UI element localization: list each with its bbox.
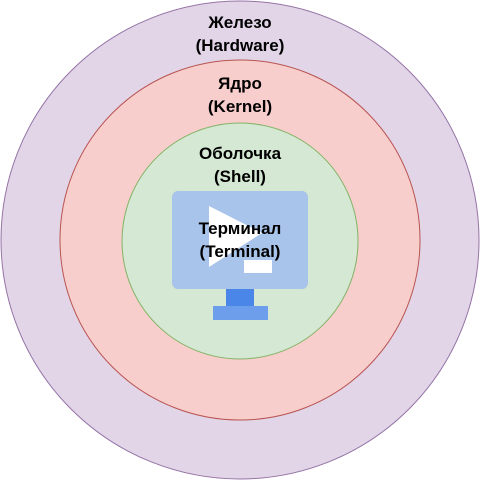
kernel-subtitle: (Kernel) — [207, 97, 273, 116]
prompt-chevron-icon — [209, 206, 262, 267]
shell-subtitle: (Shell) — [214, 167, 266, 186]
monitor-terminal-icon — [172, 191, 308, 320]
prompt-cursor-icon — [244, 260, 272, 273]
shell-title: Оболочка — [198, 144, 282, 163]
hardware-subtitle: (Hardware) — [195, 36, 285, 55]
kernel-layer-label: Ядро (Kernel) — [140, 72, 340, 118]
monitor-base — [213, 306, 268, 320]
terminal-subtitle: (Terminal) — [199, 242, 281, 261]
hardware-title: Железо — [208, 13, 272, 32]
kernel-title: Ядро — [218, 74, 262, 93]
terminal-layer-label: Терминал (Terminal) — [140, 217, 340, 263]
shell-layer-label: Оболочка (Shell) — [140, 142, 340, 188]
hardware-layer-label: Железо (Hardware) — [140, 11, 340, 57]
monitor-stand — [226, 289, 254, 306]
terminal-title: Терминал — [198, 219, 282, 238]
